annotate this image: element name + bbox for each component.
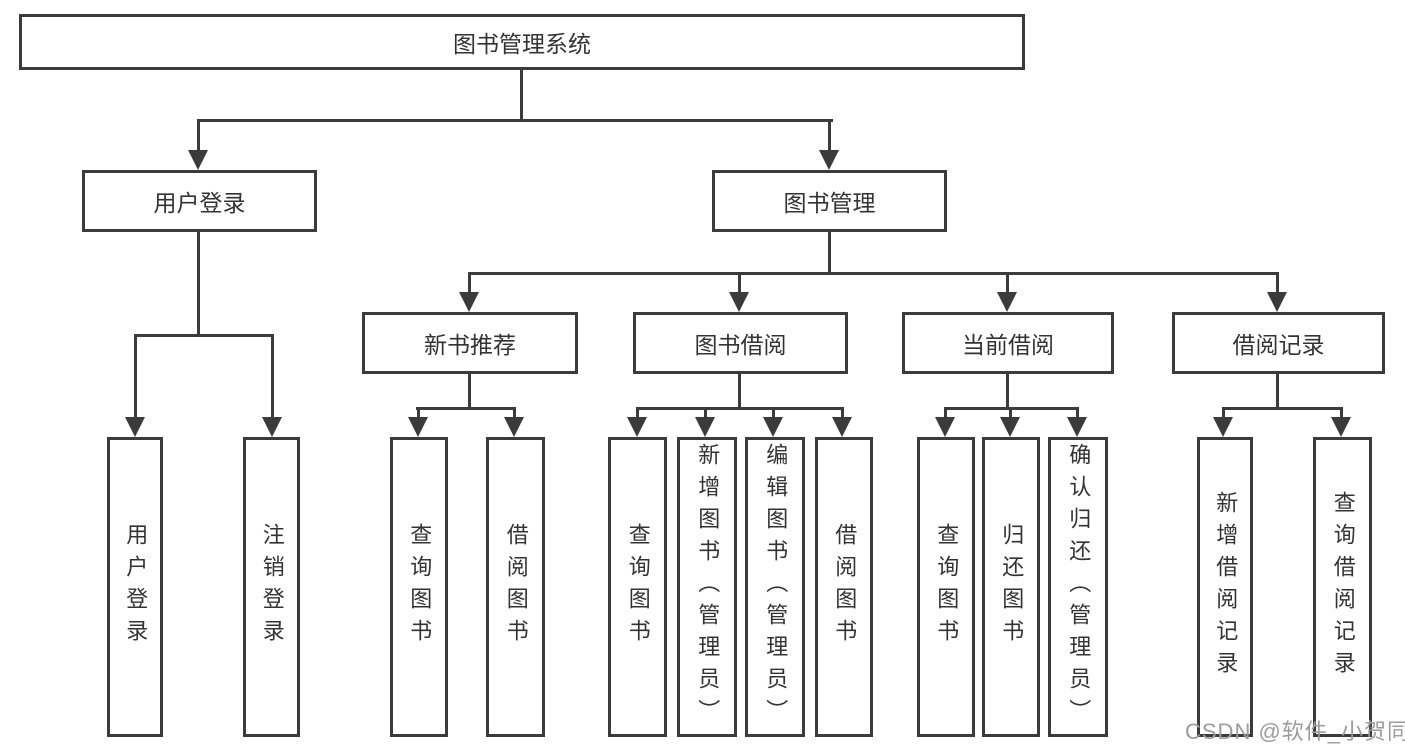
connector-g3-shaft-2: [704, 407, 707, 419]
node-book-mgmt-label: 图书管理: [783, 190, 876, 216]
connector-g5-hline: [1222, 407, 1342, 410]
connector-g5-shaft-2: [1340, 407, 1343, 419]
node-root-label: 图书管理系统: [453, 31, 591, 57]
connector-g4-shaft-3: [1076, 407, 1079, 419]
node-borrow-record: 借阅记录: [1172, 312, 1385, 374]
connector-l3-hline: [468, 272, 1279, 275]
arrowhead-g4-2: [1000, 417, 1020, 437]
leaf-logout-label: 注销登录: [259, 523, 285, 651]
connector-g3-shaft-4: [841, 407, 844, 419]
connector-g1-shaft-1: [134, 334, 137, 419]
connector-root-trunk: [520, 70, 523, 120]
connector-g3-shaft-3: [772, 407, 775, 419]
arrowhead-g3-4: [832, 417, 852, 437]
connector-g1-hline: [134, 334, 274, 337]
node-root: 图书管理系统: [19, 14, 1025, 70]
connector-l3-shaft-4: [1276, 272, 1279, 294]
arrowhead-g1-1: [125, 417, 145, 437]
leaf-cb-return-books-label: 归还图书: [999, 523, 1025, 651]
leaf-bb-edit-books: 编辑图书（管理员）: [745, 437, 805, 737]
node-new-book-rec: 新书推荐: [362, 312, 578, 374]
leaf-bb-edit-books-label: 编辑图书（管理员）: [763, 443, 789, 731]
arrowhead-book-mgmt: [819, 150, 839, 170]
leaf-nbr-query-books-label: 查询图书: [407, 523, 433, 651]
leaf-bb-add-books: 新增图书（管理员）: [677, 437, 737, 737]
arrowhead-g3-2: [695, 417, 715, 437]
connector-g3-hline: [636, 407, 844, 410]
node-book-mgmt: 图书管理: [712, 170, 947, 232]
leaf-cb-confirm-return-label: 确认归还（管理员）: [1066, 443, 1092, 731]
connector-g4-shaft-1: [944, 407, 947, 419]
connector-g1-shaft-2: [271, 334, 274, 419]
leaf-cb-query-books-label: 查询图书: [934, 523, 960, 651]
leaf-nbr-borrow-books-label: 借阅图书: [503, 523, 529, 651]
arrowhead-borrow-record: [1267, 292, 1287, 312]
connector-user-login-trunk: [197, 232, 200, 335]
leaf-nbr-query-books: 查询图书: [390, 437, 448, 737]
connector-g2-hline: [416, 407, 516, 410]
arrowhead-g1-2: [262, 417, 282, 437]
connector-g5-shaft-1: [1222, 407, 1225, 419]
node-borrow-record-label: 借阅记录: [1232, 332, 1325, 358]
node-current-borrow-label: 当前借阅: [962, 332, 1054, 358]
leaf-cb-return-books: 归还图书: [982, 437, 1040, 737]
connector-user-login-shaft: [197, 119, 200, 151]
arrowhead-g4-3: [1067, 417, 1087, 437]
arrowhead-g3-1: [627, 417, 647, 437]
arrowhead-user-login: [188, 150, 208, 170]
connector-l3-shaft-3: [1006, 272, 1009, 294]
arrowhead-g5-1: [1213, 417, 1233, 437]
leaf-bb-borrow-books-label: 借阅图书: [832, 523, 858, 651]
leaf-logout: 注销登录: [243, 437, 300, 737]
connector-g5-trunk: [1276, 374, 1279, 408]
connector-g2-trunk: [468, 374, 471, 408]
arrowhead-g4-1: [935, 417, 955, 437]
connector-g3-shaft-1: [636, 407, 639, 419]
leaf-br-query-record-label: 查询借阅记录: [1330, 491, 1356, 683]
arrowhead-g2-2: [504, 417, 524, 437]
leaf-user-login-label: 用户登录: [123, 523, 149, 651]
leaf-bb-query-books: 查询图书: [608, 437, 667, 737]
connector-g4-shaft-2: [1009, 407, 1012, 419]
leaf-bb-add-books-label: 新增图书（管理员）: [695, 443, 721, 731]
connector-book-mgmt-trunk: [828, 232, 831, 273]
arrowhead-new-book-rec: [459, 292, 479, 312]
node-user-login-label: 用户登录: [153, 190, 246, 216]
connector-book-mgmt-shaft: [828, 119, 831, 151]
arrowhead-book-borrow: [729, 292, 749, 312]
leaf-bb-query-books-label: 查询图书: [625, 523, 651, 651]
connector-l3-shaft-2: [738, 272, 741, 294]
connector-g4-trunk: [1006, 374, 1009, 408]
node-user-login: 用户登录: [82, 170, 317, 232]
connector-g3-trunk: [738, 374, 741, 408]
leaf-bb-borrow-books: 借阅图书: [815, 437, 873, 737]
node-book-borrow-label: 图书借阅: [694, 332, 787, 358]
leaf-br-query-record: 查询借阅记录: [1313, 437, 1372, 737]
node-current-borrow: 当前借阅: [902, 312, 1114, 374]
arrowhead-g5-2: [1331, 417, 1351, 437]
leaf-cb-confirm-return: 确认归还（管理员）: [1048, 437, 1108, 737]
connector-l2-hline: [197, 119, 833, 122]
arrowhead-g2-1: [408, 417, 428, 437]
leaf-br-add-record-label: 新增借阅记录: [1213, 491, 1239, 683]
connector-g2-shaft-2: [513, 407, 516, 419]
leaf-cb-query-books: 查询图书: [917, 437, 975, 737]
node-book-borrow: 图书借阅: [633, 312, 848, 374]
node-new-book-rec-label: 新书推荐: [424, 332, 516, 358]
arrowhead-current-borrow: [997, 292, 1017, 312]
leaf-br-add-record: 新增借阅记录: [1197, 437, 1253, 737]
leaf-nbr-borrow-books: 借阅图书: [486, 437, 545, 737]
arrowhead-g3-3: [763, 417, 783, 437]
watermark-text: CSDN @软件_小贺同学: [1185, 719, 1405, 744]
connector-l3-shaft-1: [468, 272, 471, 294]
leaf-user-login: 用户登录: [107, 437, 163, 737]
connector-g2-shaft-1: [417, 407, 420, 419]
